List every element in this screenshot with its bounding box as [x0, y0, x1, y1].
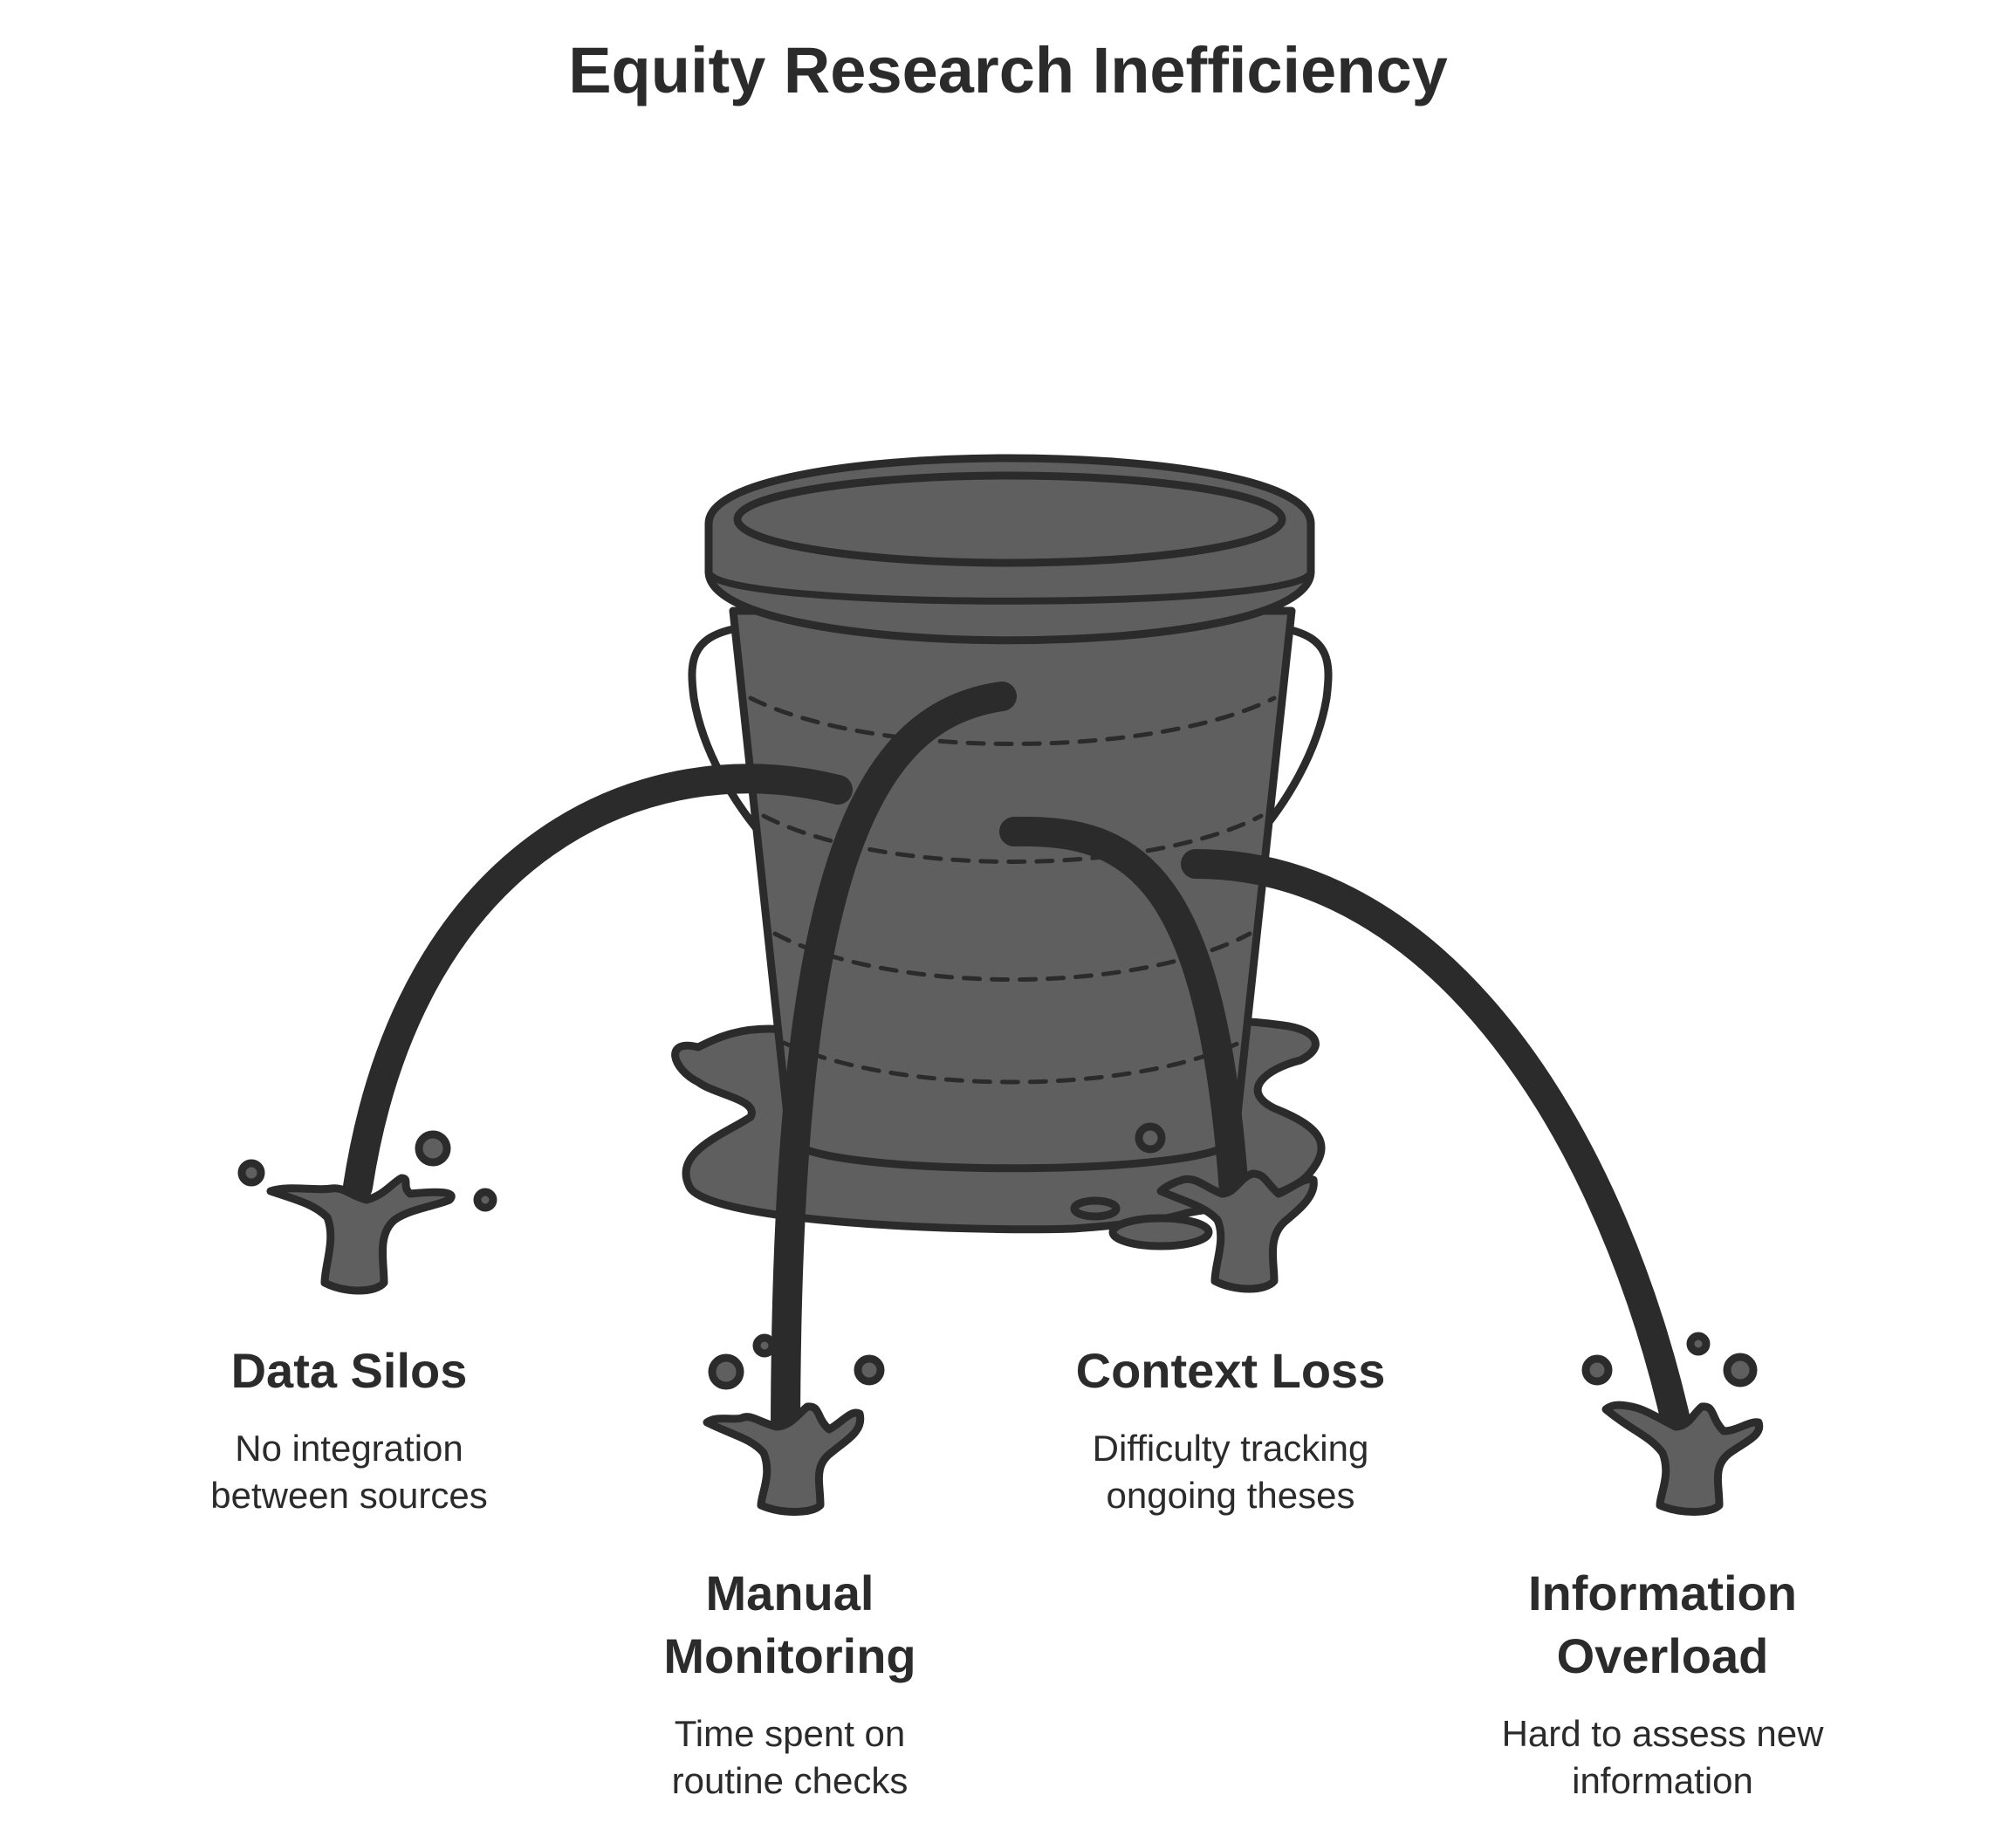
leak-label-manual-monitoring: Manual Monitoring Time spent on routine …	[615, 1562, 964, 1805]
bucket-band-4	[781, 1040, 1242, 1085]
leak-heading: Information Overload	[1528, 1566, 1797, 1683]
stream-information-overload	[1181, 849, 1695, 1455]
splash-information-overload	[1581, 1332, 1764, 1516]
stream-data-silos	[343, 764, 853, 1202]
bucket-handle-right	[1248, 624, 1333, 846]
leak-description: Hard to assess new information	[1501, 1713, 1824, 1801]
splash-manual-monitoring	[703, 1333, 885, 1516]
leak-heading: Data Silos	[230, 1343, 468, 1398]
splash-data-silos	[237, 1130, 497, 1295]
leak-description: Time spent on routine checks	[671, 1713, 909, 1801]
leak-description: No integration between sources	[210, 1428, 488, 1516]
leak-label-data-silos: Data Silos No integration between source…	[175, 1339, 524, 1519]
puddle-drop	[1108, 1214, 1213, 1250]
diagram-title: Equity Research Inefficiency	[568, 34, 1448, 106]
bucket-handle-left	[688, 624, 772, 846]
stream-manual-monitoring	[771, 682, 1017, 1455]
leak-heading: Context Loss	[1075, 1343, 1386, 1398]
bucket-opening	[733, 471, 1286, 567]
bucket-band-1	[748, 695, 1277, 746]
leak-label-information-overload: Information Overload Hard to assess new …	[1475, 1562, 1850, 1805]
leak-description: Difficulty tracking ongoing theses	[1092, 1428, 1369, 1516]
stream-context-loss	[999, 816, 1250, 1219]
leak-heading: Manual Monitoring	[663, 1566, 916, 1683]
splash-context-loss	[1070, 1122, 1318, 1293]
leak-label-context-loss: Context Loss Difficulty tracking ongoing…	[1047, 1339, 1414, 1519]
bucket-band-2	[761, 813, 1264, 864]
